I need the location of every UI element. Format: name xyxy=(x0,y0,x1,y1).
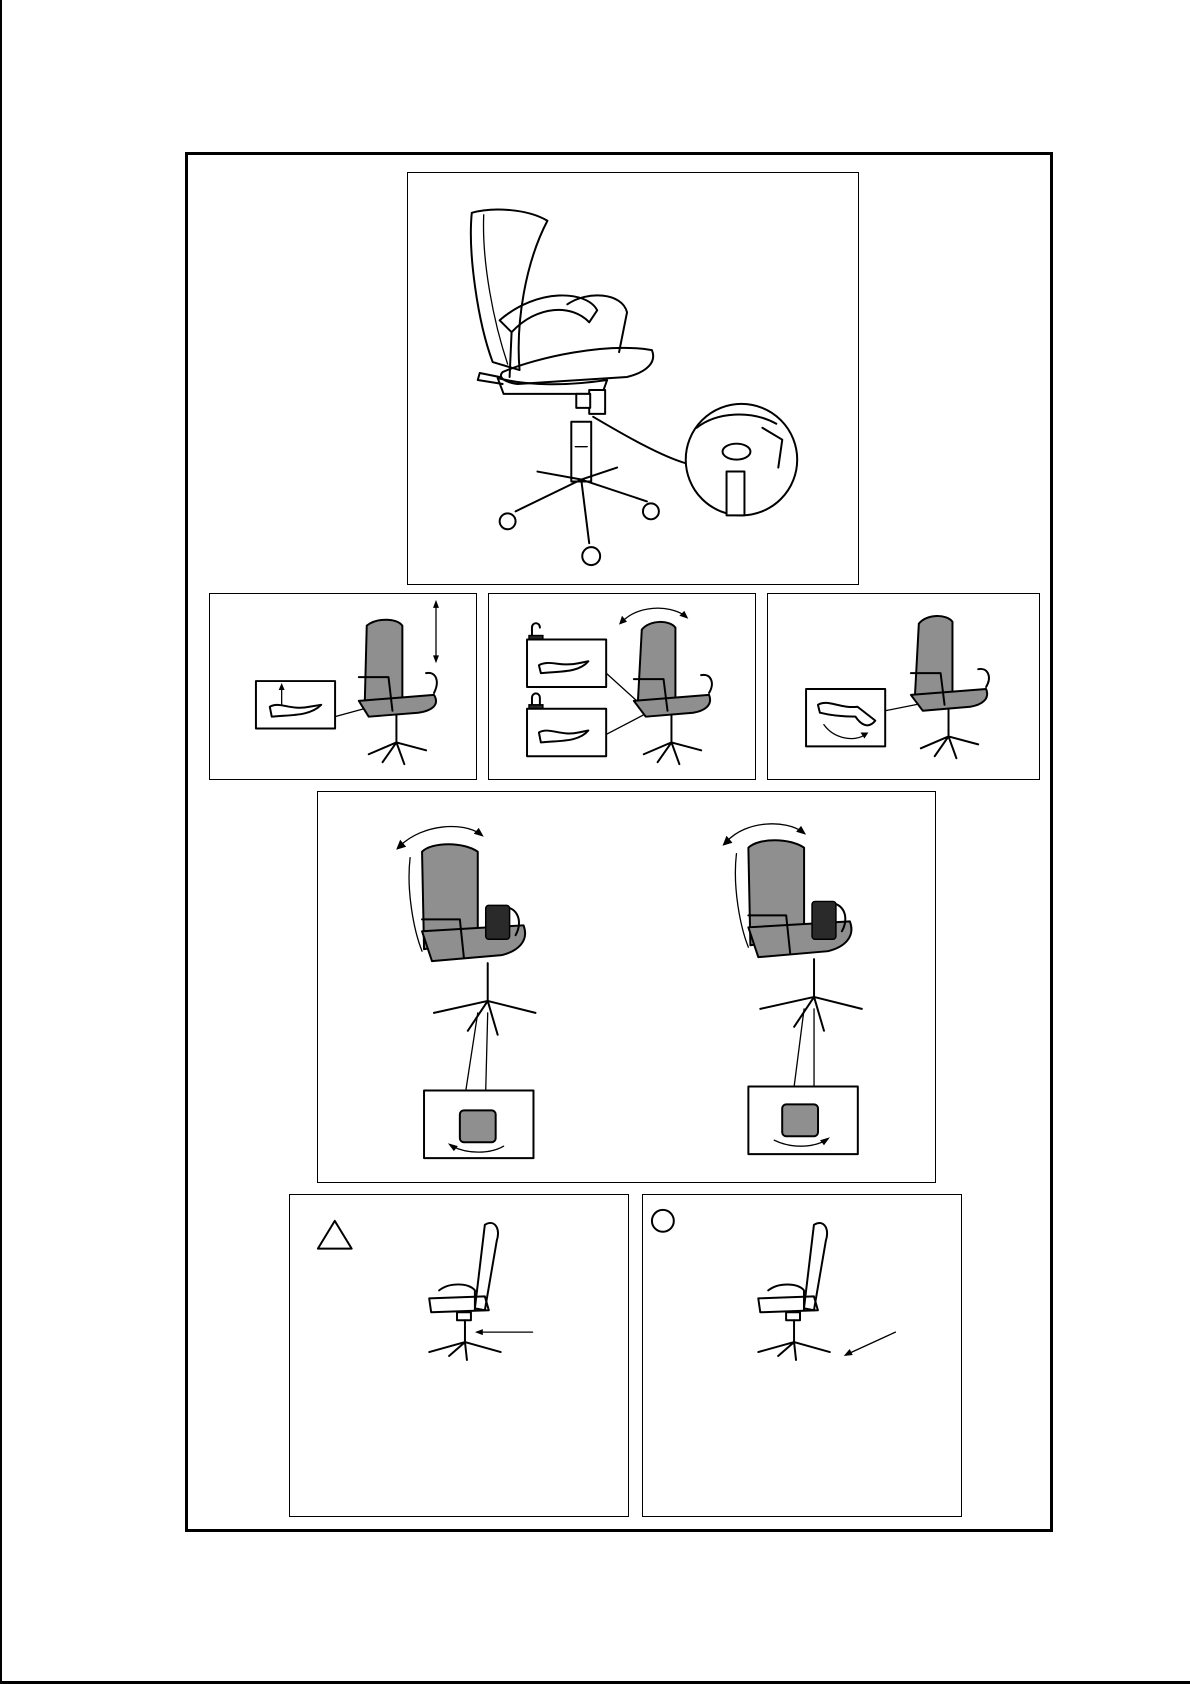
tilt-lock-illustration xyxy=(489,594,755,779)
page-left-edge xyxy=(0,0,2,1684)
backrest-seam xyxy=(484,215,508,364)
caster xyxy=(582,547,600,565)
tilt-lock-panel xyxy=(488,593,756,780)
backrest xyxy=(915,616,953,697)
warning-panel xyxy=(289,1194,629,1517)
info-circle-icon xyxy=(652,1210,674,1232)
information-illustration xyxy=(643,1195,961,1516)
information-panel xyxy=(642,1194,962,1517)
height-adjustment-panel xyxy=(209,593,477,780)
tension-knob-right xyxy=(782,1104,818,1136)
arm-support xyxy=(510,332,512,377)
tilt-arrow xyxy=(622,608,685,622)
warning-triangle-icon xyxy=(318,1221,352,1249)
armrest-left xyxy=(500,295,598,332)
star-base xyxy=(516,468,647,544)
lift-top xyxy=(576,394,590,408)
base xyxy=(921,736,978,758)
lever-illustration xyxy=(768,594,1039,779)
pointer-arrow-head xyxy=(844,1349,853,1356)
backrest xyxy=(471,210,548,370)
motion-trace xyxy=(735,854,748,948)
lever-detail-box xyxy=(256,681,335,728)
base xyxy=(644,742,701,764)
tension-knob xyxy=(589,390,605,414)
padlock-shackle-closed xyxy=(532,693,540,704)
knob-leader xyxy=(486,1013,488,1091)
backrest xyxy=(638,622,676,703)
pointer-arrow-head xyxy=(475,1329,483,1335)
base-left xyxy=(434,1001,535,1035)
armrest-right xyxy=(567,295,627,352)
base xyxy=(429,1342,501,1360)
detail-leader xyxy=(593,417,687,464)
insert-post xyxy=(727,472,745,516)
lever-panel xyxy=(767,593,1040,780)
backrest xyxy=(365,620,403,703)
height-illustration xyxy=(210,594,476,779)
weight-icon xyxy=(486,905,510,939)
mechanism xyxy=(786,1312,800,1320)
tension-adjustment-panel xyxy=(317,791,936,1183)
weight-icon xyxy=(812,901,836,939)
padlock-shackle-open xyxy=(532,623,540,635)
tilt-arrow-right xyxy=(726,824,802,842)
seat xyxy=(758,1296,818,1312)
tilt-arrow-left xyxy=(400,827,480,846)
mechanism xyxy=(457,1312,471,1320)
seat xyxy=(429,1296,489,1312)
base xyxy=(369,742,426,764)
assembly-illustration xyxy=(408,173,858,584)
caster xyxy=(643,503,659,519)
unlock-detail-box xyxy=(527,640,606,687)
caster xyxy=(500,513,516,529)
tension-knob-left xyxy=(460,1110,496,1142)
tension-illustration xyxy=(318,792,935,1182)
motion-trace xyxy=(409,858,422,952)
base-right xyxy=(760,997,861,1031)
gas-lift xyxy=(571,422,591,482)
base xyxy=(758,1342,830,1360)
warning-illustration xyxy=(290,1195,628,1516)
assembly-panel xyxy=(407,172,859,585)
seat xyxy=(501,348,653,384)
pointer-arrow xyxy=(848,1332,896,1354)
